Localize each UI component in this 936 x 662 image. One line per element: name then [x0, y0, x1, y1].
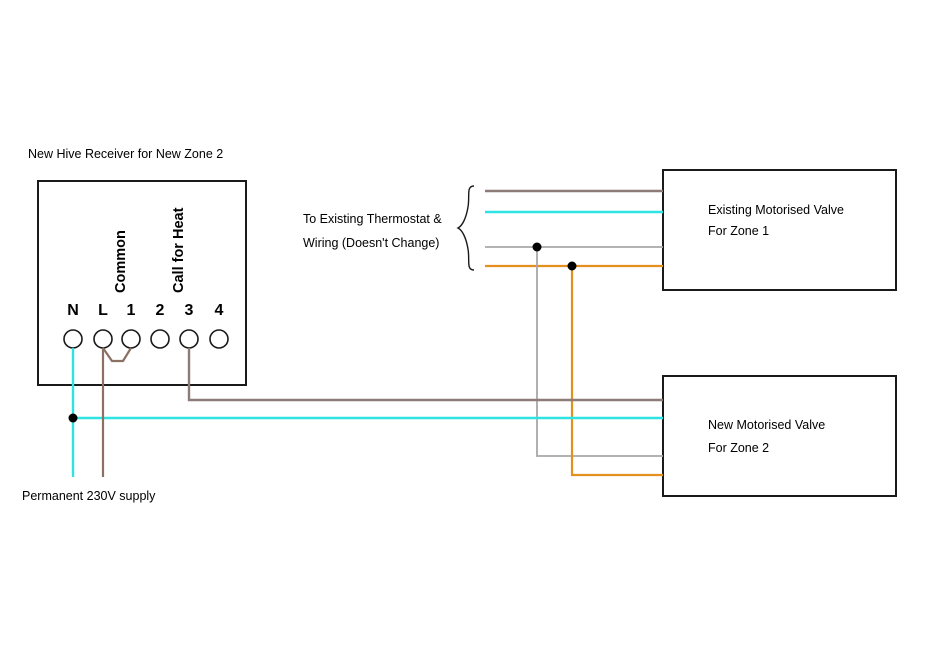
existing-valve-label-line2: For Zone 1 [708, 224, 769, 238]
wire-live-link-l-to-1 [102, 347, 132, 363]
existing-wiring-note-line2: Wiring (Doesn't Change) [303, 236, 439, 250]
terminal-1[interactable] [121, 329, 141, 349]
terminal-2[interactable] [150, 329, 170, 349]
supply-label: Permanent 230V supply [22, 489, 156, 503]
new-valve-box [662, 375, 897, 497]
junction-dot-orange-junction [567, 261, 577, 271]
terminal-L[interactable] [93, 329, 113, 349]
wire-group [71, 189, 663, 477]
existing-valve-box [662, 169, 897, 291]
terminal-label-N: N [67, 302, 79, 319]
terminal-label-4: 4 [215, 302, 224, 319]
existing-wiring-brace-icon [456, 185, 475, 271]
wire-call-for-heat-wire [187, 348, 663, 402]
terminal-label-1: 1 [127, 302, 136, 319]
receiver-terminal-group: N L Common 1 2 Call for Heat 3 4 [63, 207, 229, 349]
wire-grey-branch-to-new-valve [536, 247, 663, 457]
new-valve-label-line2: For Zone 2 [708, 441, 769, 455]
existing-wiring-note-line1: To Existing Thermostat & [303, 212, 442, 226]
receiver-box [37, 180, 247, 386]
existing-valve-label-line1: Existing Motorised Valve [708, 203, 844, 217]
terminal-3[interactable] [179, 329, 199, 349]
terminal-function-label-3: Call for Heat [171, 207, 187, 293]
receiver-title: New Hive Receiver for New Zone 2 [28, 147, 223, 161]
new-valve-label-line1: New Motorised Valve [708, 418, 825, 432]
terminal-label-L: L [98, 302, 108, 319]
terminal-4[interactable] [209, 329, 229, 349]
terminal-label-2: 2 [156, 302, 165, 319]
junction-dot-grey-junction [532, 242, 542, 252]
terminal-function-label-1: Common [113, 230, 129, 293]
junction-dot-neutral-junction [68, 413, 78, 423]
terminal-label-3: 3 [185, 302, 194, 319]
terminal-N[interactable] [63, 329, 83, 349]
junction-dot-group [68, 242, 577, 423]
wire-orange-branch-to-new-valve [570, 266, 663, 477]
